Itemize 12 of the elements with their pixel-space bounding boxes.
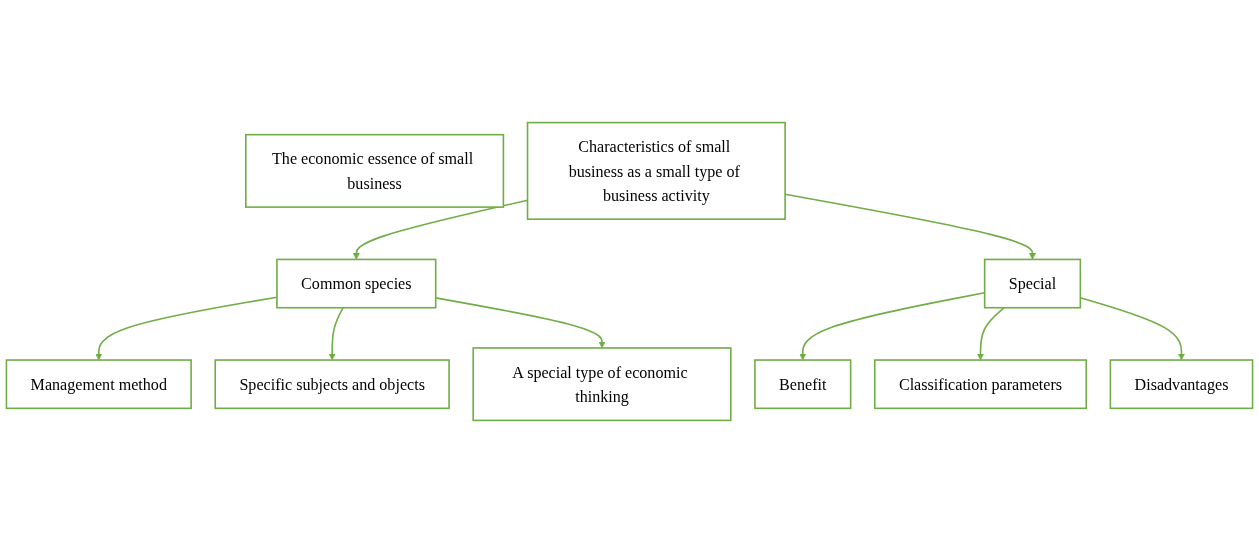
node-box: Classification parameters [873, 359, 1088, 410]
node-box: Characteristics of small business as a small type of business activity [526, 121, 786, 220]
node-box: Special [983, 258, 1082, 309]
arrow [976, 306, 1005, 361]
node-box: Disadvantages [1109, 359, 1254, 410]
arrow [328, 306, 344, 361]
node-box: Common species [276, 258, 437, 309]
node-box: Benefit [754, 359, 852, 410]
node-box: Management method [5, 359, 192, 410]
node-box: Specific subjects and objects [214, 359, 450, 410]
node-box: A special type of economic thinking [472, 347, 732, 422]
node-box: The economic essence of small business [245, 133, 505, 208]
